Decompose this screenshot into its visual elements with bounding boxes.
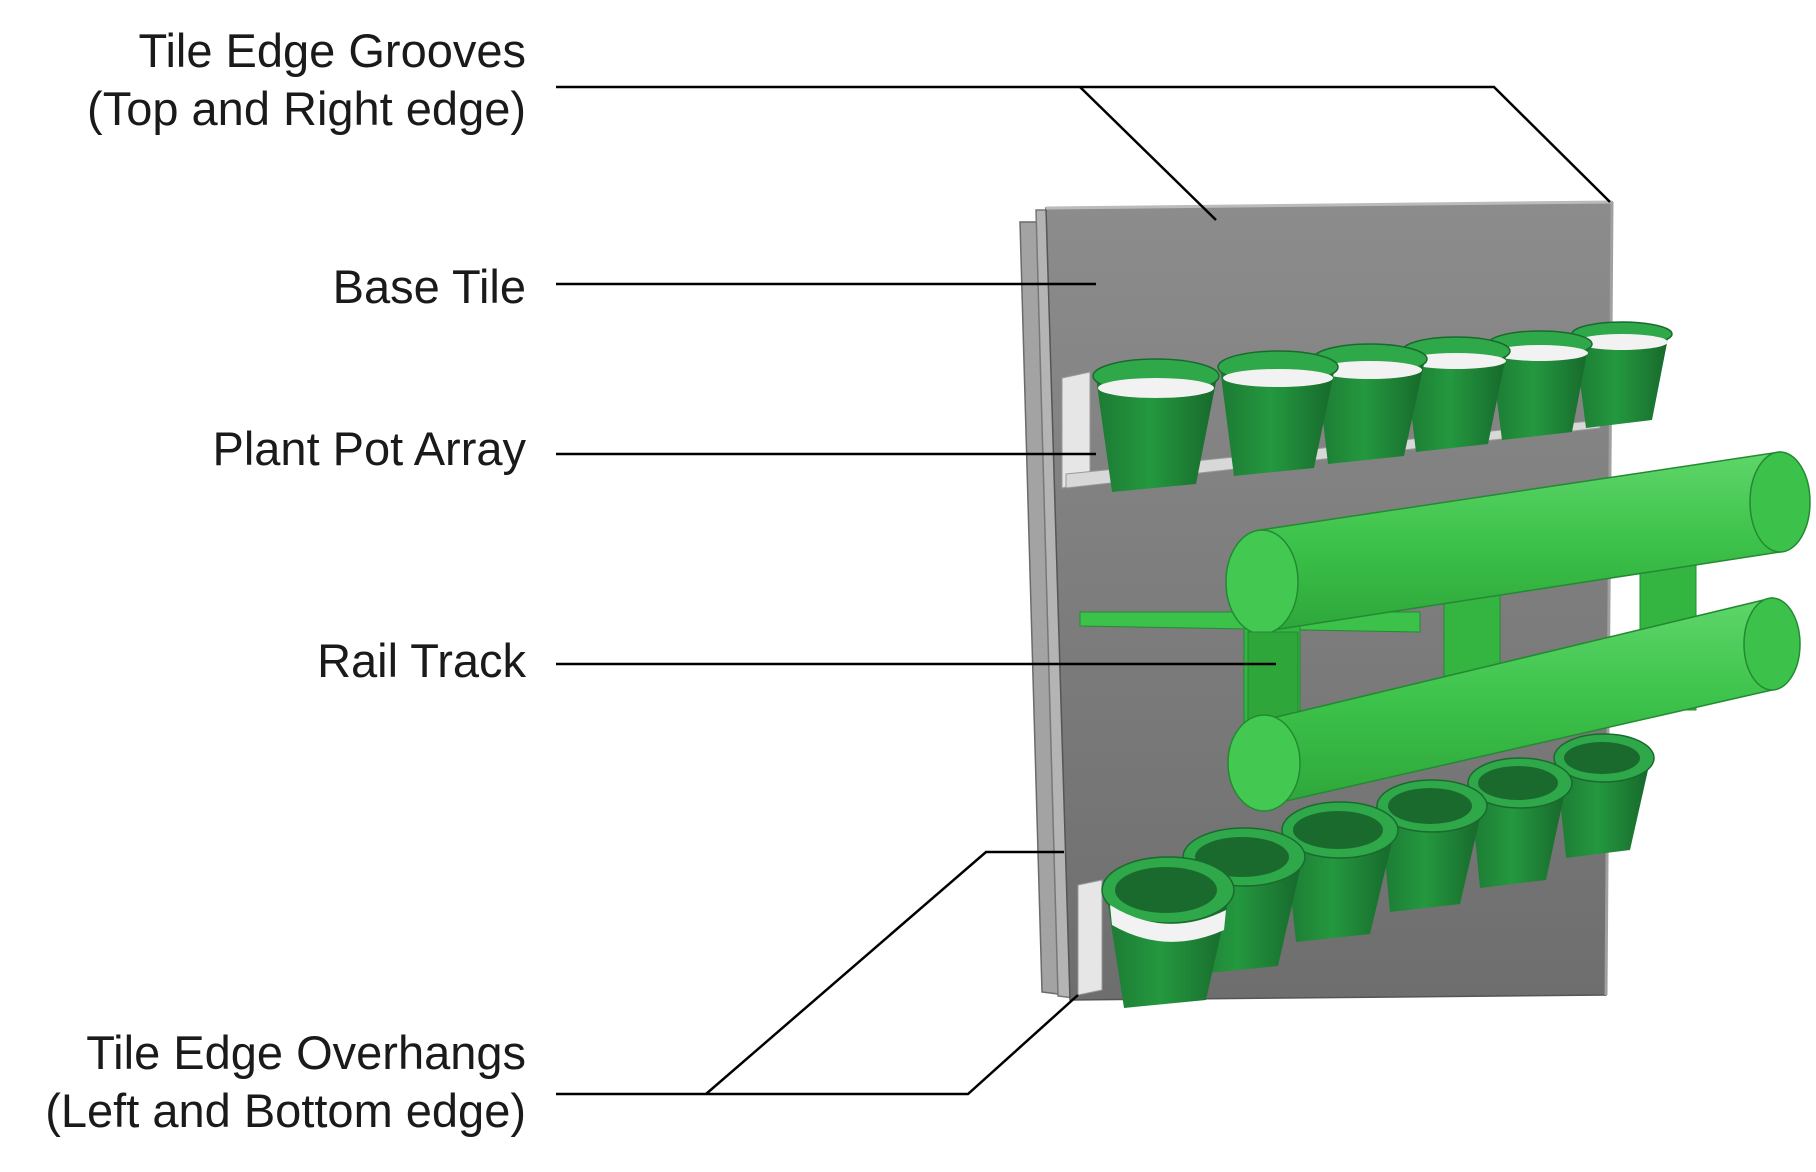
leader-tile-edge-grooves <box>556 85 1611 203</box>
label-rail-track: Rail Track <box>317 634 526 687</box>
label-tile-edge-grooves-line1: Tile Edge Grooves <box>138 24 527 77</box>
lower-pot-6 <box>1553 733 1655 858</box>
upper-pot-5 <box>1487 330 1593 440</box>
upper-shelf-bracket <box>1061 371 1091 489</box>
rail-upper-tube-end-right <box>1749 451 1811 553</box>
lower-pot-array <box>1077 733 1655 1008</box>
label-base-tile: Base Tile <box>332 260 526 313</box>
leader-lines <box>556 85 1611 1096</box>
rail-upper-tube-end-left <box>1225 529 1299 635</box>
label-tile-edge-grooves-line2: (Top and Right edge) <box>87 82 526 135</box>
upper-pot-array <box>1061 321 1673 492</box>
upper-pot-2 <box>1217 350 1339 476</box>
label-tile-edge-overhangs-line2: (Left and Bottom edge) <box>45 1084 526 1137</box>
lower-pot-4 <box>1376 779 1488 912</box>
label-tile-edge-overhangs: Tile Edge Overhangs (Left and Bottom edg… <box>45 1024 526 1140</box>
lower-pot-5 <box>1467 757 1573 888</box>
lower-pot-3 <box>1281 801 1399 942</box>
tile-top-groove <box>1045 200 1613 210</box>
rail-track <box>1079 451 1811 812</box>
lower-shelf-bracket <box>1077 879 1103 996</box>
rail-lower-tube-end-left <box>1227 714 1301 812</box>
rail-lower-tube-end-right <box>1743 597 1801 691</box>
upper-pot-1 <box>1092 358 1220 492</box>
label-plant-pot-array: Plant Pot Array <box>212 422 527 475</box>
leader-tile-edge-grooves-branch <box>1079 86 1217 221</box>
leader-tile-edge-overhangs <box>556 994 1079 1096</box>
lower-pot-1 <box>1101 856 1235 1008</box>
label-tile-edge-overhangs-line1: Tile Edge Overhangs <box>86 1026 526 1079</box>
leader-tile-edge-overhangs-branch <box>705 850 1064 1095</box>
label-tile-edge-grooves: Tile Edge Grooves (Top and Right edge) <box>87 22 526 138</box>
upper-pot-3 <box>1312 343 1428 464</box>
